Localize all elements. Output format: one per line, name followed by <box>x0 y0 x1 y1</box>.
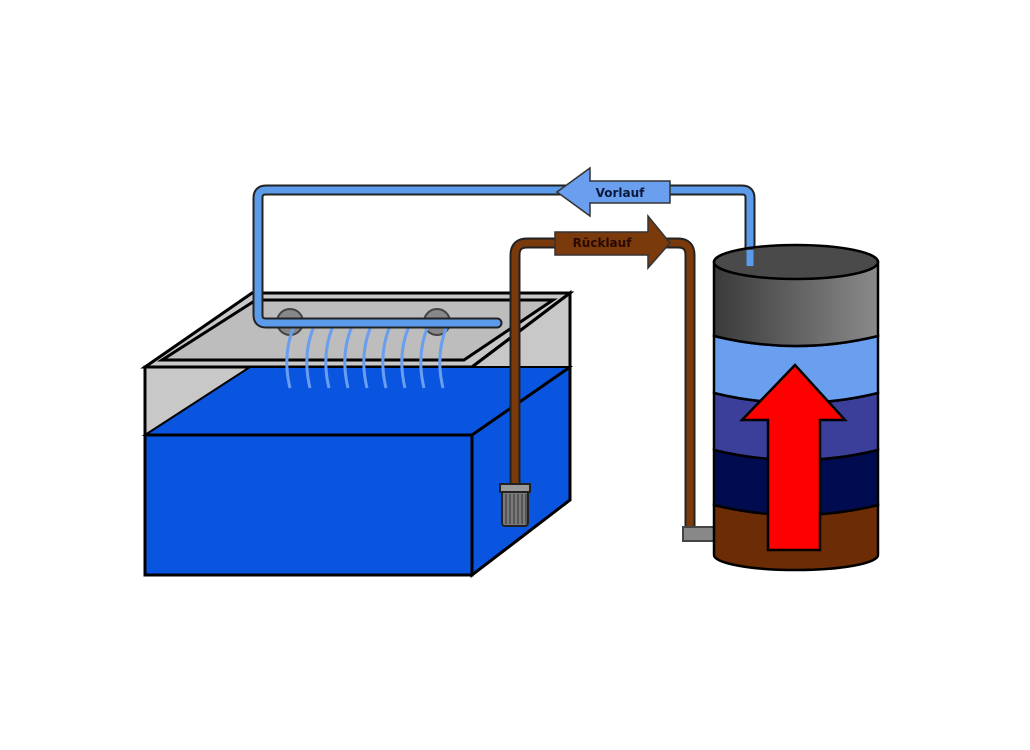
aquarium-tank <box>140 289 575 579</box>
water-side <box>470 364 572 579</box>
intake-strainer <box>499 483 531 527</box>
cylinder-top <box>712 243 880 281</box>
supply-label: Vorlauf <box>596 186 646 200</box>
upflow-arrow <box>739 363 848 552</box>
water-front <box>143 433 474 577</box>
return-flow-arrow: Rücklauf <box>554 213 671 270</box>
return-label: Rücklauf <box>573 236 633 250</box>
supply-pipe <box>252 184 756 329</box>
pipe-base <box>682 526 716 542</box>
layer-gray <box>712 260 880 348</box>
supply-flow-arrow: Vorlauf <box>555 166 671 218</box>
spray-bar-drips <box>285 325 449 389</box>
